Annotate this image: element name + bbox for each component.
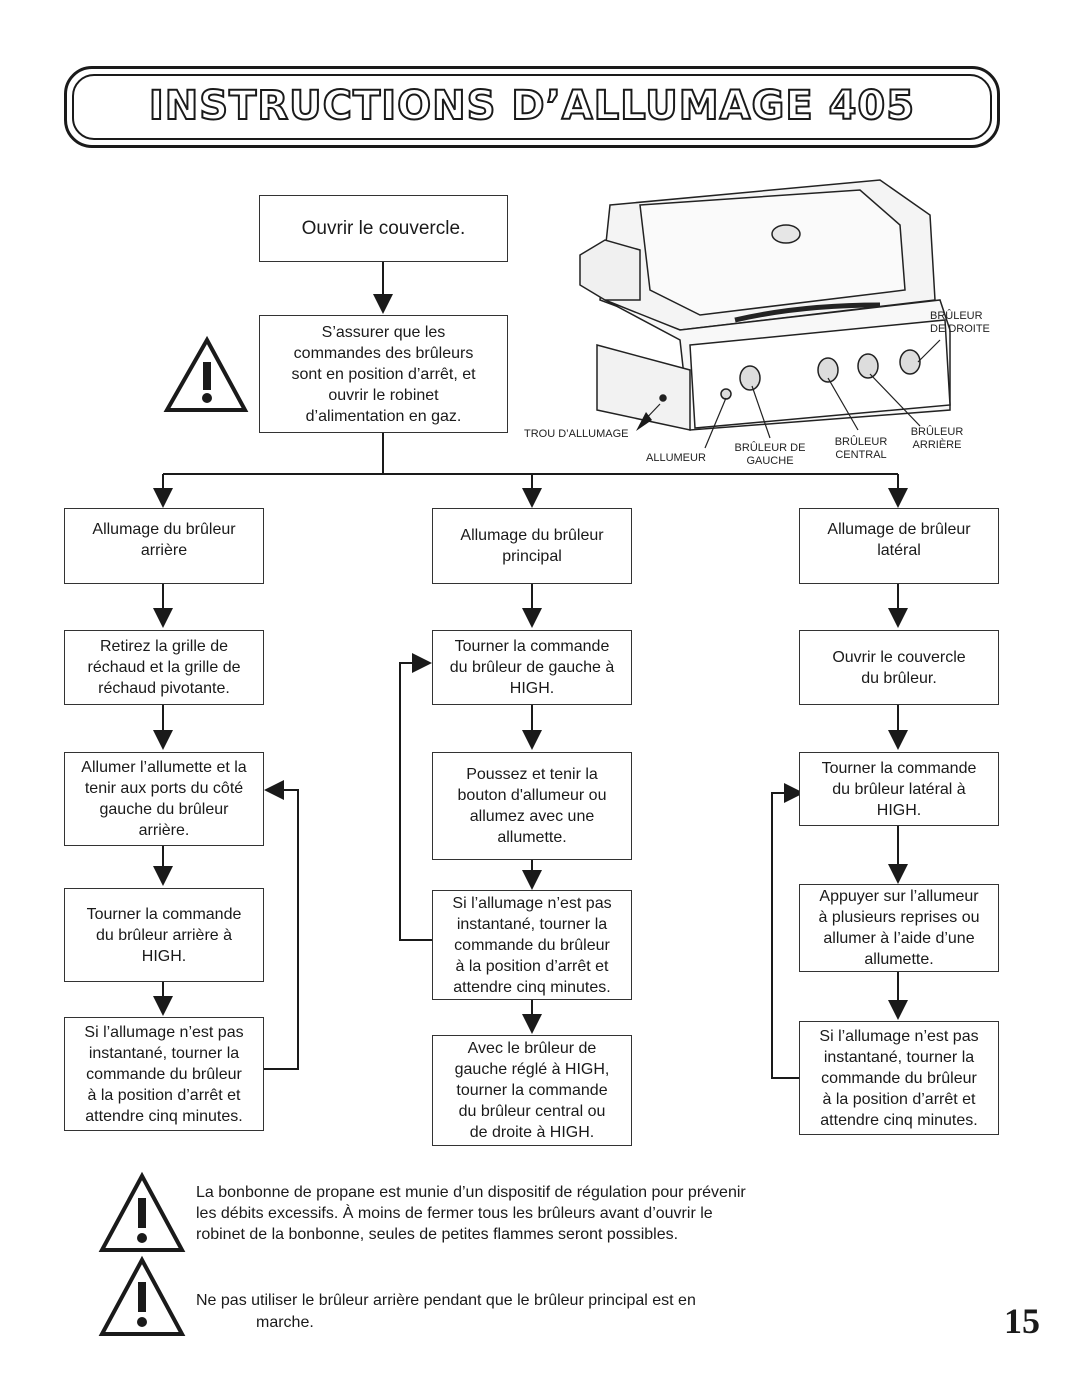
label-left-burner: BRÛLEUR DE GAUCHE bbox=[734, 442, 806, 467]
left-step3-box: Allumer l’allumette et la tenir aux port… bbox=[64, 752, 264, 846]
page-number: 15 bbox=[1004, 1301, 1040, 1341]
grill-illustration bbox=[579, 179, 951, 431]
left-step3-text: Allumer l’allumette et la tenir aux port… bbox=[81, 759, 247, 839]
center-step1-text: Allumage du brûleur principal bbox=[460, 527, 604, 565]
ignition-hole-arrow bbox=[636, 412, 652, 431]
open-lid-text: Ouvrir le couvercle. bbox=[301, 218, 466, 239]
propane-warning-text: La bonbonne de propane est munie d’un di… bbox=[196, 1184, 746, 1243]
open-lid-box: Ouvrir le couvercle. bbox=[259, 195, 508, 262]
right-step2-text: Ouvrir le couvercle du brûleur. bbox=[832, 648, 966, 687]
right-step5-text: Si l’allumage n’est pas instantané, tour… bbox=[819, 1027, 979, 1129]
center-step4-box: Si l’allumage n’est pas instantané, tour… bbox=[432, 890, 632, 1000]
page-title: INSTRUCTIONS D’ALLUMAGE 405 bbox=[148, 82, 916, 130]
left-step1-text: Allumage du brûleur arrière bbox=[92, 521, 236, 559]
right-step2-box: Ouvrir le couvercle du brûleur. bbox=[799, 630, 999, 705]
check-controls-box: S’assurer que les commandes des brûleurs… bbox=[259, 315, 508, 433]
left-step4-text: Tourner la commande du brûleur arrière à… bbox=[86, 905, 242, 965]
right-step5-box: Si l’allumage n’est pas instantané, tour… bbox=[799, 1021, 999, 1135]
arrowheads bbox=[153, 294, 908, 1034]
title-inner-frame bbox=[72, 74, 992, 140]
title-banner: INSTRUCTIONS D’ALLUMAGE 405 bbox=[64, 66, 1000, 148]
left-step2-box: Retirez la grille de réchaud et la grill… bbox=[64, 630, 264, 705]
center-step1-box: Allumage du brûleur principal bbox=[432, 508, 632, 584]
rear-burner-warning-line2: marche. bbox=[256, 1314, 314, 1331]
left-step5-text: Si l’allumage n’est pas instantané, tour… bbox=[84, 1023, 244, 1125]
left-step2-text: Retirez la grille de réchaud et la grill… bbox=[87, 638, 241, 697]
grill-leader-lines bbox=[639, 339, 941, 449]
left-step5-box: Si l’allumage n’est pas instantané, tour… bbox=[64, 1017, 264, 1131]
center-step2-text: Tourner la commande du brûleur de gauche… bbox=[449, 638, 615, 697]
warning-icon-top bbox=[163, 335, 249, 412]
right-step3-box: Tourner la commande du brûleur latéral à… bbox=[799, 752, 999, 826]
center-step2-box: Tourner la commande du brûleur de gauche… bbox=[432, 630, 632, 705]
right-step4-box: Appuyer sur l’allumeur à plusieurs repri… bbox=[799, 884, 999, 972]
center-step5-text: Avec le brûleur de gauche réglé à HIGH, … bbox=[454, 1040, 610, 1141]
check-controls-text: S’assurer que les commandes des brûleurs… bbox=[291, 323, 476, 425]
warning-icon-rear-burner bbox=[98, 1255, 186, 1336]
label-igniter: ALLUMEUR bbox=[646, 452, 706, 464]
left-step4-box: Tourner la commande du brûleur arrière à… bbox=[64, 888, 264, 982]
right-step3-text: Tourner la commande du brûleur latéral à… bbox=[821, 759, 977, 819]
center-step3-box: Poussez et tenir la bouton d'allumeur ou… bbox=[432, 752, 632, 860]
right-step1-text: Allumage de brûleur latéral bbox=[827, 521, 971, 559]
label-right-burner: BRÛLEUR DE DROITE bbox=[930, 310, 990, 335]
rear-burner-warning-line1: Ne pas utiliser le brûleur arrière penda… bbox=[196, 1292, 696, 1309]
right-step4-text: Appuyer sur l’allumeur à plusieurs repri… bbox=[818, 888, 980, 968]
warning-icon-propane bbox=[98, 1171, 186, 1252]
label-ignition-hole: TROU D’ALLUMAGE bbox=[524, 428, 629, 440]
center-step4-text: Si l’allumage n’est pas instantané, tour… bbox=[452, 894, 612, 996]
center-step5-box: Avec le brûleur de gauche réglé à HIGH, … bbox=[432, 1035, 632, 1146]
left-step1-box: Allumage du brûleur arrière bbox=[64, 508, 264, 584]
right-step1-box: Allumage de brûleur latéral bbox=[799, 508, 999, 584]
label-rear-burner: BRÛLEUR ARRIÈRE bbox=[910, 426, 964, 451]
label-center-burner: BRÛLEUR CENTRAL bbox=[834, 436, 888, 461]
center-step3-text: Poussez et tenir la bouton d'allumeur ou… bbox=[457, 766, 607, 846]
